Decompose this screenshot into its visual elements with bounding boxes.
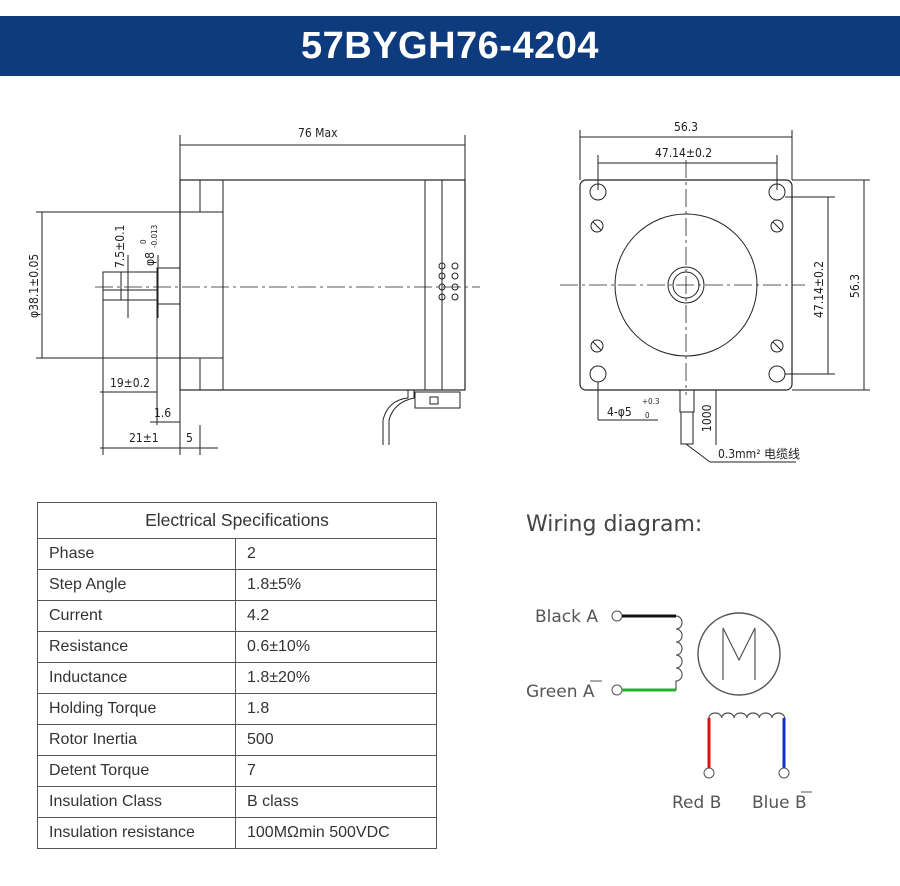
label-red-b: Red B (672, 793, 721, 813)
dim-wire: 0.3mm² 电缆线 (718, 447, 800, 461)
dim-flange-dia: φ38.1±0.05 (27, 254, 41, 318)
wiring-title: Wiring diagram: (526, 512, 703, 537)
label-blue-b: Blue B (752, 793, 807, 813)
dim-holes-tol-upper: +0.3 (642, 397, 659, 406)
spec-label: Current (37, 600, 236, 632)
dim-flange-thk: 5 (186, 431, 193, 445)
wiring-diagram (611, 610, 790, 779)
spec-label: Rotor Inertia (37, 724, 236, 756)
dim-shaft-total: 21±1 (129, 431, 159, 445)
dim-shaft-len: 19±0.2 (110, 376, 150, 390)
spec-value: 500 (235, 724, 437, 756)
wiring-labels: Black A Green A Red B Blue B (526, 607, 812, 813)
spec-value: 4.2 (235, 600, 437, 632)
spec-value: 7 (235, 755, 437, 787)
dim-hole-spacing-v: 47.14±0.2 (812, 261, 826, 318)
spec-header-row: Electrical Specifications (37, 502, 437, 539)
spec-label: Step Angle (37, 569, 236, 601)
dim-shaft-dia: φ8 (143, 252, 157, 266)
dim-width: 56.3 (674, 120, 698, 134)
dim-boss: 1.6 (154, 406, 171, 420)
dim-holes-tol-lower: 0 (645, 411, 650, 420)
page-title: 57BYGH76-4204 (300, 24, 599, 67)
spec-value: 1.8 (235, 693, 437, 725)
dim-flat: 7.5±0.1 (113, 225, 127, 268)
spec-label: Insulation Class (37, 786, 236, 818)
front-view-dimensions: 56.3 47.14±0.2 47.14±0.2 56.3 4-φ5 +0.3 … (607, 120, 862, 461)
spec-label: Phase (37, 538, 236, 570)
dim-lead-len: 1000 (700, 404, 714, 432)
spec-value: 1.8±20% (235, 662, 437, 694)
spec-value: 1.8±5% (235, 569, 437, 601)
spec-header: Electrical Specifications (37, 502, 437, 539)
title-banner: 57BYGH76-4204 (0, 16, 900, 76)
spec-label: Resistance (37, 631, 236, 663)
spec-label: Insulation resistance (37, 817, 236, 849)
side-view (36, 135, 480, 455)
spec-value: B class (235, 786, 437, 818)
dim-hole-spacing-h: 47.14±0.2 (655, 146, 712, 160)
dim-length: 76 Max (298, 126, 338, 140)
label-green-a: Green A (526, 682, 595, 702)
dim-shaft-tol-upper: 0 (139, 239, 148, 244)
label-black-a: Black A (535, 607, 598, 627)
dim-shaft-tol-lower: -0.013 (150, 225, 159, 248)
dim-height: 56.3 (848, 274, 862, 298)
coil-b (708, 712, 786, 719)
motor-symbol (697, 612, 781, 696)
spec-value: 2 (235, 538, 437, 570)
coil-a (675, 615, 683, 690)
spec-label: Holding Torque (37, 693, 236, 725)
spec-value: 100MΩmin 500VDC (235, 817, 437, 849)
spec-label: Detent Torque (37, 755, 236, 787)
spec-label: Inductance (37, 662, 236, 694)
side-view-dimensions: 76 Max φ38.1±0.05 7.5±0.1 φ8 0 -0.013 19… (27, 126, 338, 445)
spec-value: 0.6±10% (235, 631, 437, 663)
front-view (560, 130, 870, 463)
dim-holes: 4-φ5 (607, 405, 632, 419)
